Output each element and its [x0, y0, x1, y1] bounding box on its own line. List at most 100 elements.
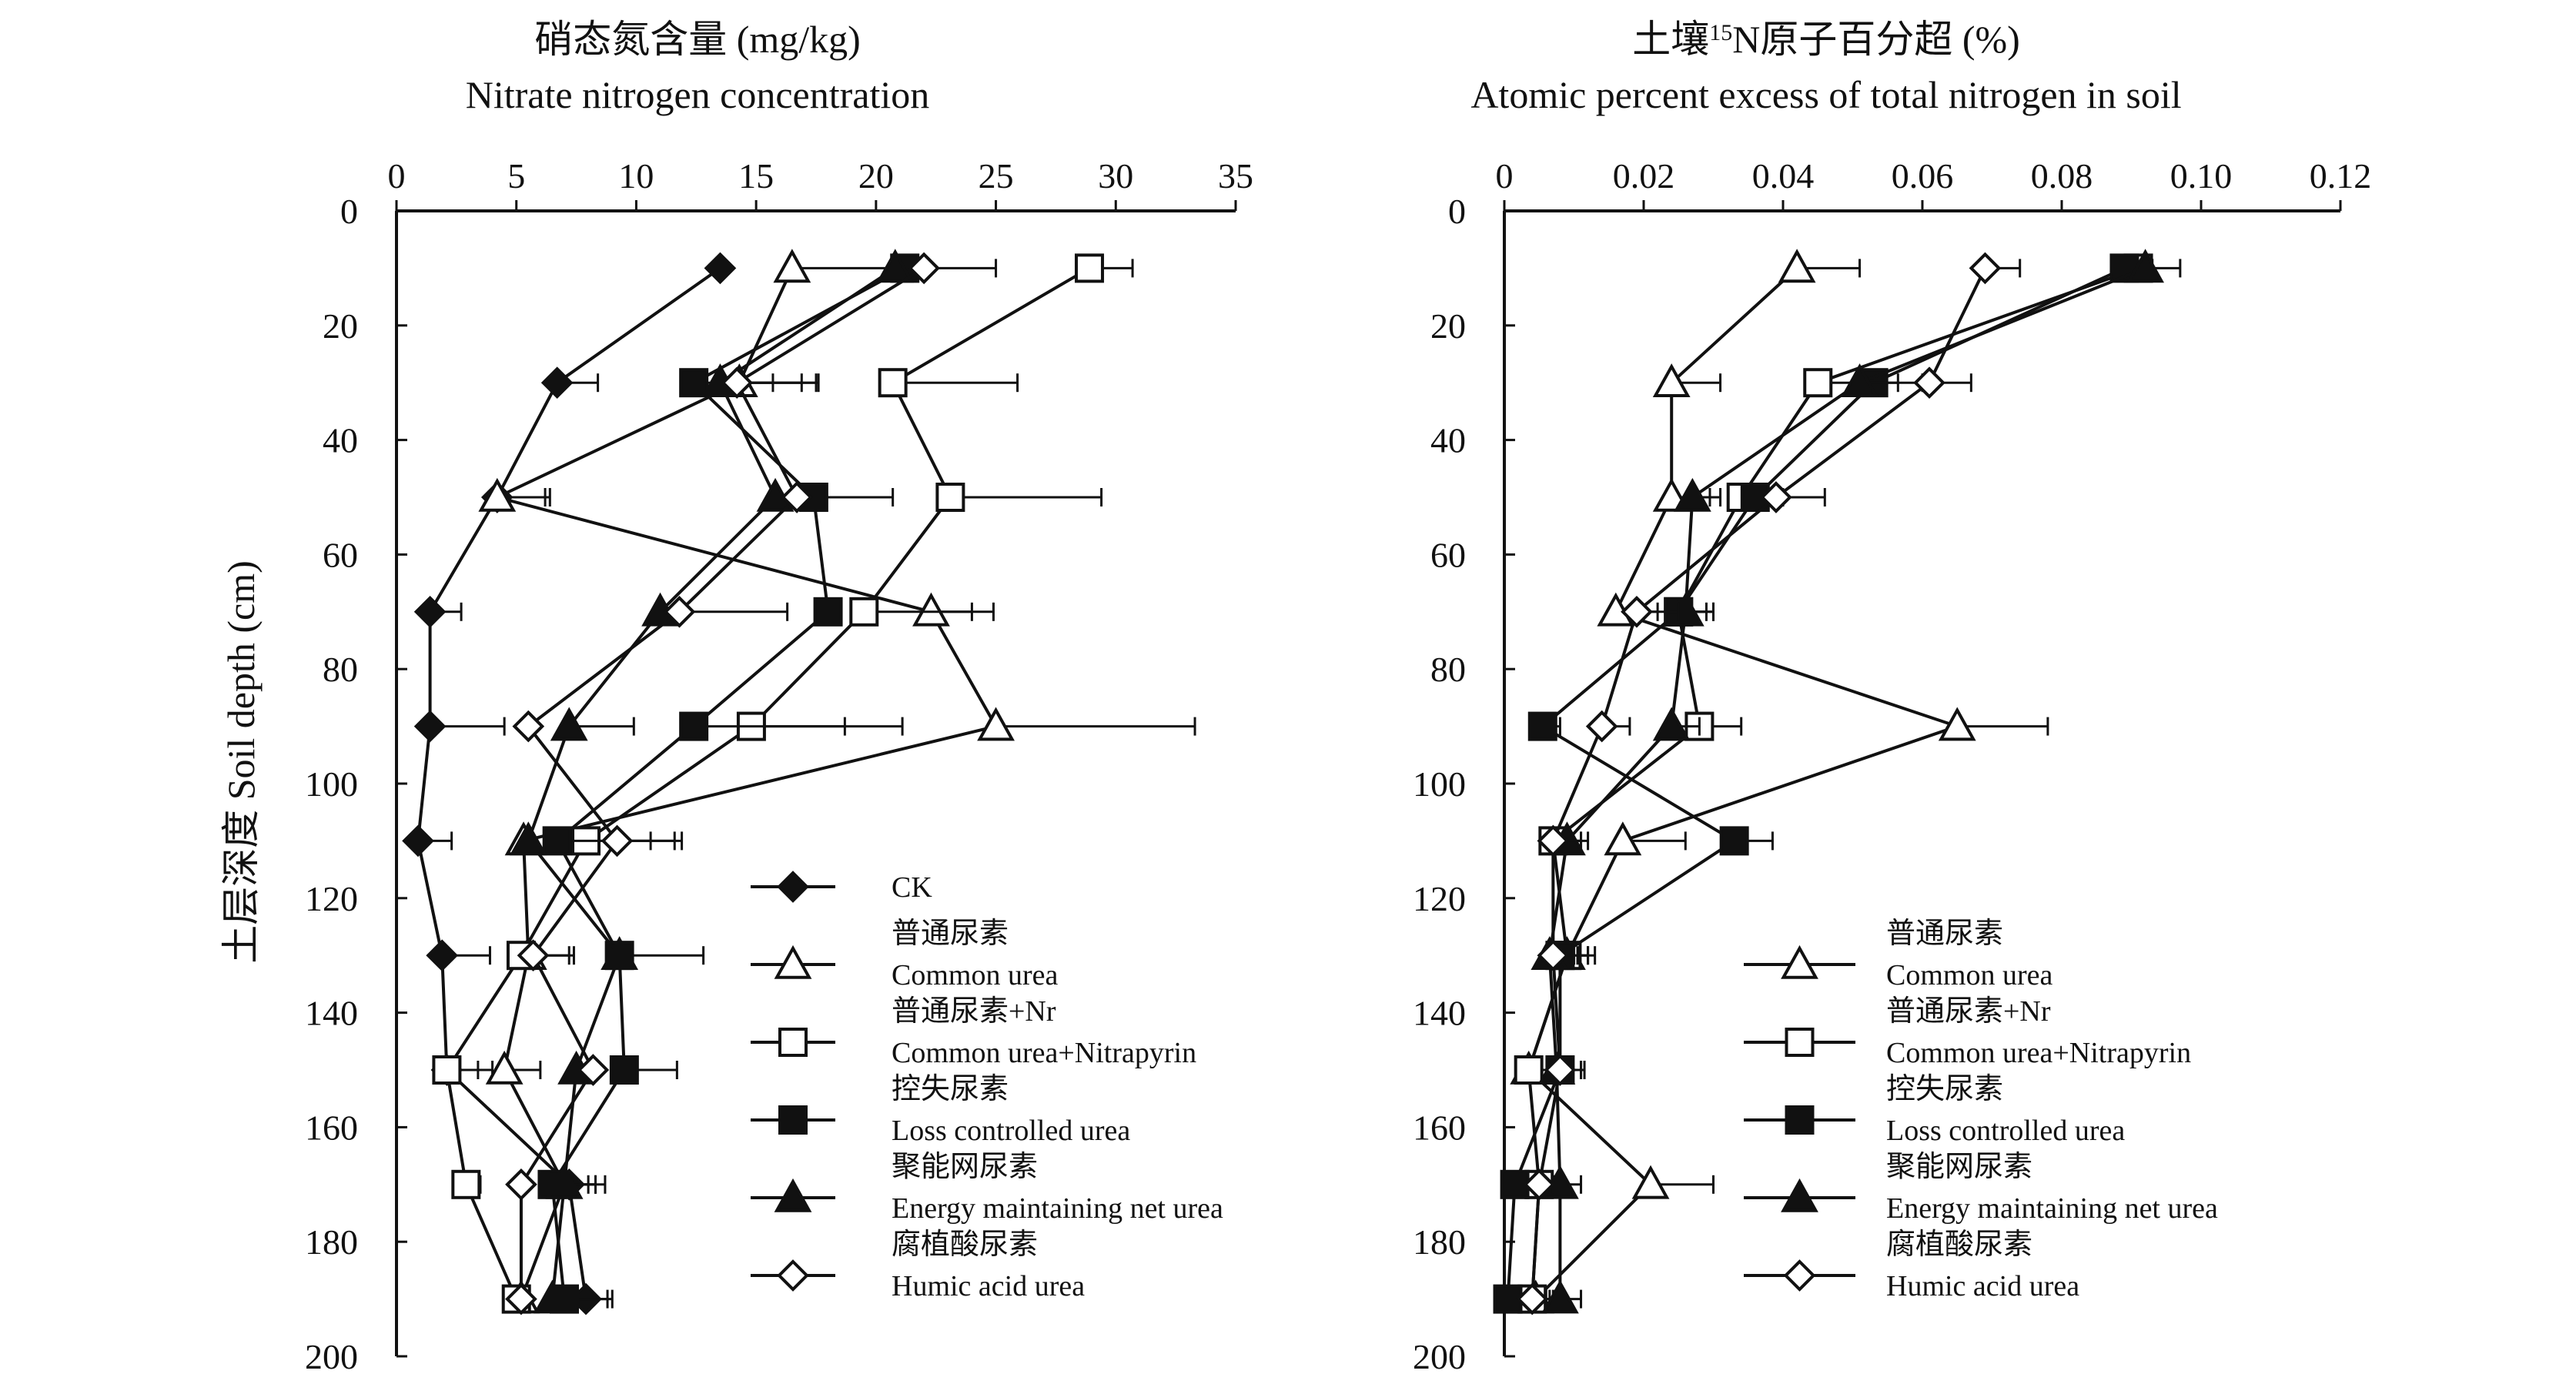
n15-point-humic [1969, 252, 2002, 285]
n15-point-loss [1719, 826, 1749, 856]
nitrate-line-common [492, 267, 999, 1300]
n15-legend-item-humic: 腐植酸尿素 Humic acid urea [1744, 1229, 2079, 1302]
nitrate-point-ck [426, 939, 458, 972]
nitrate-x-tick-label: 30 [1098, 156, 1133, 196]
n15-point-common [1938, 707, 1976, 741]
nitrate-legend-label-cn: 普通尿素 [892, 918, 1009, 950]
nitrate-point-energy [534, 1279, 571, 1314]
n15-y-tick-label: 100 [1413, 764, 1466, 804]
nitrate-series-energy [509, 249, 915, 1314]
nitrate-point-common [773, 249, 811, 283]
n15-point-energy [1673, 477, 1711, 512]
nitrate-legend-label-en: Common urea+Nitrapyrin [892, 1037, 1196, 1069]
nitrate-legend-marker-common [774, 944, 812, 979]
nitrate-y-tick-label: 120 [305, 879, 358, 918]
nitrate-point-humic [721, 366, 754, 399]
nitrate-title: 硝态氮含量 (mg/kg) [534, 18, 861, 61]
nitrate-legend-label-en: Energy maintaining net urea [892, 1192, 1223, 1225]
n15-point-energy [1652, 707, 1691, 741]
nitrate-x-tick-label: 35 [1218, 156, 1253, 196]
nitrate-legend-marker-humic [777, 1259, 809, 1292]
nitrate-y-tick-label: 40 [323, 421, 358, 460]
n15-legend-label-en: Common urea [1886, 959, 2052, 991]
n15-series-loss [1493, 253, 2154, 1314]
nitrate-legend-item-ck: CK [751, 871, 932, 904]
n15-line-common [1527, 266, 1962, 1301]
n15-point-energy [2126, 249, 2164, 283]
n15-point-common [1778, 249, 1816, 283]
nitrate-x-tick-label: 5 [507, 156, 525, 196]
n15-subtitle: Atomic percent excess of total nitrogen … [1470, 73, 2181, 116]
n15-point-humic [1585, 710, 1618, 743]
nitrate-legend-label-cn: 控失尿素 [892, 1073, 1009, 1105]
nitrate-y-tick-label: 200 [305, 1337, 358, 1374]
n15-point-loss [1527, 711, 1557, 741]
nitrate-series-loss [537, 253, 920, 1314]
n15-y-tick-label: 180 [1413, 1222, 1466, 1262]
n15-point-humic [1544, 1054, 1577, 1086]
n15-panel: 土壤15N原子百分超 (%) Atomic percent excess of … [1413, 18, 2371, 1374]
nitrate-y-tick-label: 180 [305, 1222, 358, 1262]
nitrate-legend-marker-energy [774, 1178, 812, 1212]
nitrate-point-humic [601, 824, 634, 857]
n15-point-humic [1537, 824, 1570, 857]
n15-legend-label-cn: 腐植酸尿素 [1886, 1229, 2032, 1261]
nitrate-point-common [912, 592, 950, 627]
n15-x-tick-label: 0.08 [2031, 156, 2093, 196]
nitrate-point-nitrapyrin [935, 483, 965, 512]
nitrate-series-common [478, 249, 1196, 1314]
n15-x-tick-label: 0.02 [1613, 156, 1675, 196]
nitrate-y-tick-label: 160 [305, 1108, 358, 1147]
n15-series-nitrapyrin [1514, 253, 2154, 1314]
n15-legend-label-en: Humic acid urea [1886, 1270, 2079, 1302]
n15-x-tick-label: 0.04 [1752, 156, 1815, 196]
nitrate-point-humic [908, 252, 940, 285]
nitrate-point-energy [601, 936, 639, 970]
n15-y-tick-label: 40 [1430, 421, 1466, 460]
nitrate-point-ck [704, 252, 737, 285]
n15-legend-marker-loss [1785, 1105, 1815, 1135]
nitrate-point-loss [609, 1055, 639, 1085]
n15-series-humic [1516, 252, 2022, 1315]
nitrate-point-humic [517, 939, 550, 972]
n15-line-humic [1531, 267, 1987, 1299]
n15-point-humic [1523, 1168, 1556, 1201]
n15-point-common [1652, 363, 1691, 397]
n15-line-energy [1547, 266, 2146, 1299]
nitrate-x-tick-label: 15 [738, 156, 774, 196]
nitrate-point-humic [512, 710, 545, 743]
nitrate-point-humic [505, 1282, 537, 1315]
nitrate-legend-label-en: Humic acid urea [892, 1270, 1085, 1302]
nitrate-point-ck [413, 595, 447, 628]
n15-title: 土壤15N原子百分超 (%) [1632, 18, 2020, 61]
n15-x-tick-label: 0.10 [2170, 156, 2233, 196]
nitrate-point-energy [876, 249, 915, 283]
nitrate-y-tick-label: 80 [323, 650, 358, 689]
n15-point-humic [1537, 939, 1570, 972]
nitrate-point-nitrapyrin [451, 1169, 481, 1199]
nitrate-point-energy [509, 821, 547, 856]
nitrate-point-nitrapyrin [878, 368, 908, 398]
n15-x-tick-label: 0 [1496, 156, 1514, 196]
n15-point-humic [1760, 481, 1792, 513]
nitrate-point-nitrapyrin [849, 597, 879, 627]
nitrate-point-nitrapyrin [432, 1055, 462, 1085]
nitrate-point-humic [663, 595, 696, 628]
nitrate-line-nitrapyrin [445, 266, 1091, 1300]
nitrate-panel: 硝态氮含量 (mg/kg) Nitrate nitrogen concentra… [219, 18, 1253, 1374]
nitrate-line-loss [550, 266, 906, 1299]
n15-point-humic [1913, 366, 1945, 399]
n15-y-tick-label: 0 [1448, 192, 1466, 231]
nitrate-legend-label-en: CK [892, 871, 932, 904]
